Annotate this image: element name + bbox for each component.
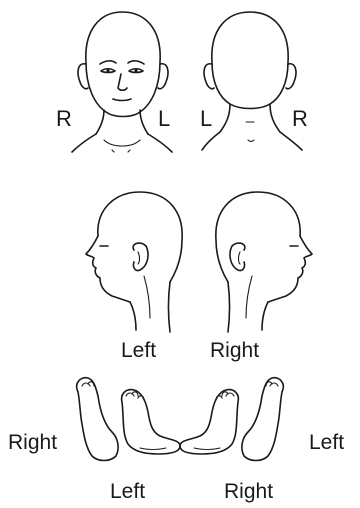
front-left-label: L [158, 108, 170, 130]
head-front-view [72, 12, 172, 152]
head-left-profile [86, 192, 182, 332]
profile-right-label: Right [210, 340, 259, 361]
profile-left-label: Left [121, 340, 156, 361]
back-right-label: R [292, 108, 308, 130]
foot-right-label: Right [224, 481, 273, 502]
feet-left-pair [77, 378, 180, 461]
feet-right-pair [180, 378, 283, 461]
front-right-label: R [56, 108, 72, 130]
foot-side-right-label: Right [8, 432, 57, 453]
back-left-label: L [200, 108, 212, 130]
foot-side-left-label: Left [309, 432, 344, 453]
foot-left-label: Left [110, 481, 145, 502]
head-right-profile [216, 192, 312, 332]
head-back-view [202, 12, 302, 150]
